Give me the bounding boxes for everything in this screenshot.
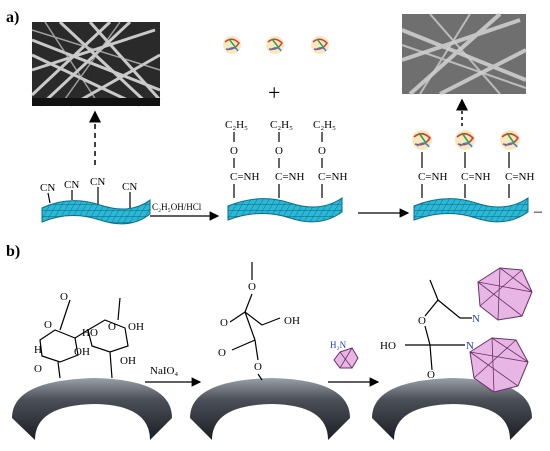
sem-fiber-image-2 — [401, 12, 527, 96]
svg-text:O: O — [427, 369, 435, 381]
svg-text:H₂N: H₂N — [330, 340, 347, 350]
svg-text:O: O — [220, 317, 228, 329]
imidate-groups-right: C=NH C=NH C=NH — [418, 152, 534, 198]
svg-text:C=NH: C=NH — [418, 171, 447, 183]
trailing-mark: – — [533, 203, 543, 220]
svg-text:O: O — [108, 321, 116, 333]
curved-substrate-1 — [12, 378, 172, 440]
plus-sign: + — [268, 80, 280, 105]
svg-text:O: O — [44, 319, 52, 331]
svg-text:CN: CN — [122, 181, 137, 193]
svg-text:O: O — [248, 281, 256, 293]
curved-substrate-3 — [372, 378, 532, 440]
cn-groups: CN CN CN CN — [40, 176, 137, 208]
svg-text:N: N — [472, 313, 480, 325]
graphene-sheet-2 — [227, 197, 343, 223]
svg-text:C=NH: C=NH — [318, 171, 347, 183]
amine-cluster-reagent: H₂N — [330, 340, 359, 369]
graphene-sheet-1 — [41, 199, 151, 225]
reagent-ethanol-hcl: C₂H₅OH/HCl — [152, 202, 202, 212]
svg-text:O: O — [34, 363, 42, 375]
svg-text:O: O — [60, 291, 68, 303]
svg-text:C₂H₅: C₂H₅ — [225, 119, 248, 131]
svg-text:HO: HO — [82, 327, 98, 339]
svg-text:HO: HO — [380, 340, 396, 352]
svg-text:O: O — [230, 145, 238, 157]
dialdehyde-structure: O O OH O O — [218, 262, 300, 381]
svg-text:CN: CN — [64, 179, 79, 191]
svg-text:OH: OH — [128, 321, 144, 333]
svg-text:CN: CN — [90, 176, 105, 188]
protein-icons-attached — [412, 130, 520, 150]
svg-text:O: O — [275, 145, 283, 157]
svg-text:OH: OH — [74, 346, 90, 358]
curved-substrate-2 — [190, 378, 350, 440]
imine-conjugate-structure: O N HO N O — [380, 279, 480, 381]
polyhedral-cluster-2 — [469, 337, 529, 393]
svg-text:O: O — [218, 347, 226, 359]
svg-text:C₂H₅: C₂H₅ — [270, 119, 293, 131]
sem-fiber-image-1 — [30, 20, 162, 108]
svg-text:N: N — [466, 340, 474, 352]
svg-text:OH: OH — [284, 315, 300, 327]
svg-text:H: H — [34, 344, 42, 356]
panel-label-a: a) — [6, 9, 19, 26]
svg-text:O: O — [254, 361, 262, 373]
svg-text:C=NH: C=NH — [461, 171, 490, 183]
reagent-naio4: NaIO₄ — [150, 365, 178, 377]
svg-text:C=NH: C=NH — [230, 171, 259, 183]
svg-text:O: O — [418, 315, 426, 327]
polyhedral-cluster-1 — [477, 267, 533, 321]
svg-text:C=NH: C=NH — [275, 171, 304, 183]
svg-text:OH: OH — [120, 355, 136, 367]
imidate-groups-middle: C₂H₅ O C=NH C₂H₅ O C=NH C₂H₅ O C=NH — [225, 119, 347, 198]
protein-icons-top — [223, 36, 329, 54]
svg-text:O: O — [318, 145, 326, 157]
graphene-sheet-3 — [413, 197, 529, 223]
cellulose-structure: O O H O OH HO O OH OH — [34, 291, 144, 379]
svg-text:C=NH: C=NH — [505, 171, 534, 183]
panel-label-b: b) — [6, 243, 20, 260]
svg-text:C₂H₅: C₂H₅ — [313, 119, 336, 131]
svg-text:CN: CN — [40, 182, 55, 194]
